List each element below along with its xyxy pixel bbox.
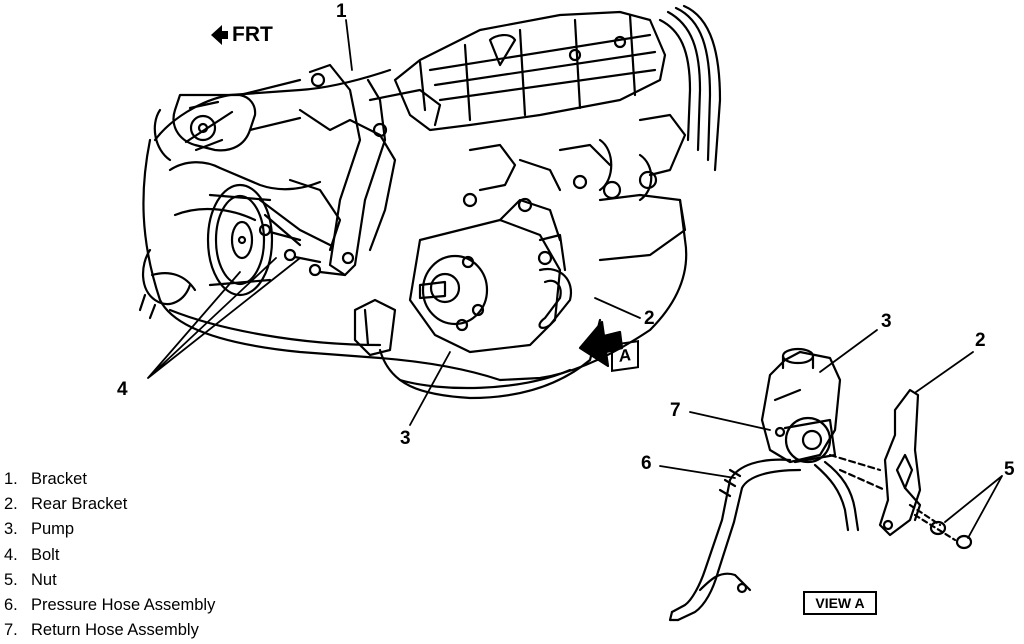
legend-item: 7. Return Hose Assembly: [4, 618, 215, 643]
legend-text: Nut: [31, 570, 57, 589]
callout-4-main: 4: [117, 379, 128, 400]
legend-item: 6. Pressure Hose Assembly: [4, 593, 215, 618]
front-label: FRT: [232, 23, 273, 46]
legend-text: Bracket: [31, 470, 87, 488]
pump: [408, 198, 567, 354]
callout-3-view: 3: [881, 311, 892, 332]
legend-text: Pump: [31, 520, 75, 539]
front-indicator: FRT: [209, 23, 273, 47]
view-a-arrow-letter: A: [618, 345, 632, 366]
legend-text: Return Hose Assembly: [31, 621, 199, 640]
legend-item: 5. Nut: [4, 568, 215, 593]
view-a-label: VIEW A: [803, 591, 877, 615]
legend-text: Pressure Hose Assembly: [31, 596, 216, 615]
fan-pulley: [153, 78, 302, 162]
callout-lines-view-a: [659, 329, 1003, 539]
legend: 1. Bracket 2. Rear Bracket 3. Pump 4. Bolt 5…: [4, 467, 215, 643]
legend-number: 3.: [4, 520, 18, 539]
rear-bracket: [538, 267, 573, 329]
legend-number: 4.: [4, 545, 18, 564]
legend-item: 2. Rear Bracket: [4, 492, 215, 517]
legend-number: 5.: [4, 570, 18, 589]
view-a-detail: [668, 347, 973, 622]
legend-number: 6.: [4, 596, 18, 615]
callout-7-view: 7: [670, 400, 681, 421]
legend-number: 2.: [4, 495, 18, 514]
callout-2-main: 2: [644, 308, 655, 329]
callout-2-view: 2: [975, 330, 986, 351]
view-a-arrow: [578, 320, 624, 368]
callout-1: 1: [336, 1, 347, 22]
intake-manifold: [393, 4, 722, 213]
legend-number: 1.: [4, 470, 18, 488]
legend-text: Rear Bracket: [31, 495, 128, 514]
legend-item: 3. Pump: [4, 517, 215, 542]
legend-number: 7.: [4, 621, 18, 640]
callout-5-view: 5: [1004, 459, 1015, 480]
arrow-left-icon: [211, 25, 228, 45]
callout-lines-main: [147, 19, 641, 426]
view-a-text: VIEW A: [815, 595, 865, 611]
exhaust-manifold: [353, 193, 687, 357]
legend-item: 4. Bolt: [4, 543, 215, 568]
legend-item: 1. Bracket: [4, 467, 215, 492]
view-a-arrow-label: A: [611, 340, 639, 372]
bracket: [258, 63, 442, 277]
legend-text: Bolt: [31, 545, 60, 564]
callout-6-view: 6: [641, 453, 652, 474]
callout-3-main: 3: [400, 428, 411, 449]
